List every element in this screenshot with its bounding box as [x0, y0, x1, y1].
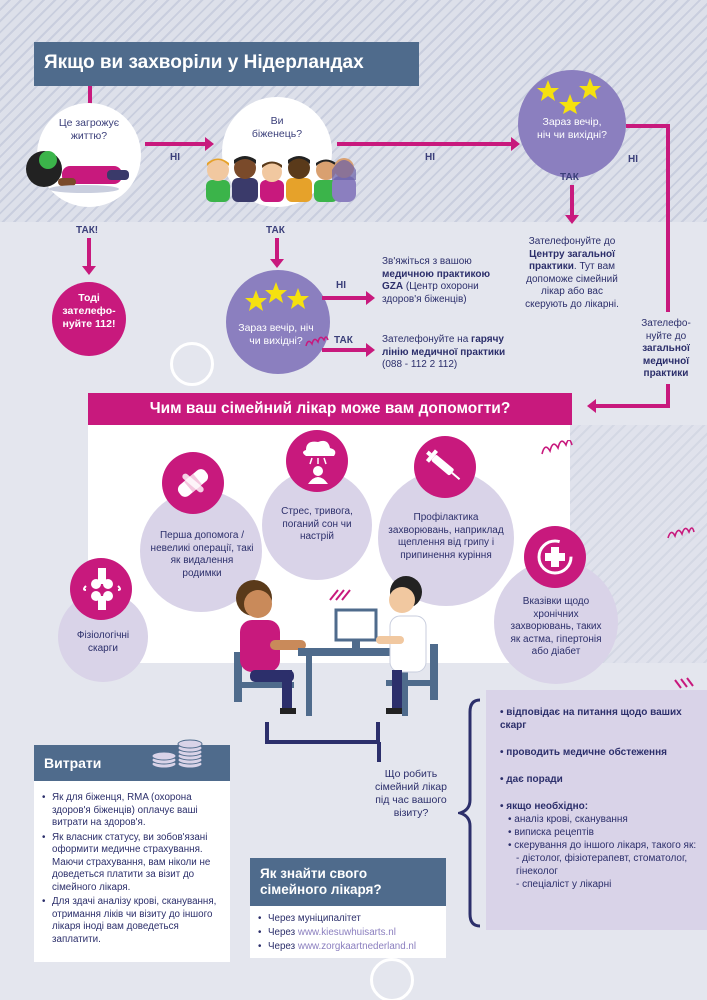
visit-question-text: Що робить сімейний лікар під час вашого …: [375, 768, 447, 819]
call-112-circle: [52, 282, 126, 356]
arrow-evening-no-down: [666, 124, 670, 312]
help-title-banner: Чим ваш сімейний лікар може вам допомогт…: [88, 393, 572, 425]
label-no-2: НІ: [425, 152, 435, 163]
help-first-aid-text: Перша допомога / невеликі операції, такі…: [150, 530, 254, 579]
costs-list: Як для біженця, RMA (охорона здоров'я бі…: [42, 792, 224, 946]
page-title: Якщо ви захворіли у Нідерландах: [34, 42, 419, 86]
arrow-head: [511, 137, 520, 151]
arrow-evening-no: [626, 124, 670, 128]
label-yes-evening-top: ТАК: [560, 172, 579, 183]
arrow-general-down: [666, 384, 670, 408]
find-item-municipality: Через муніципалітет: [258, 912, 442, 926]
arrow-evening-yes: [570, 185, 574, 215]
zorgkaart-link[interactable]: www.zorgkaartnederland.nl: [297, 941, 417, 952]
costs-item: Як для біженця, RMA (охорона здоров'я бі…: [42, 792, 224, 830]
coins-icon: [151, 739, 203, 769]
label-no-1: НІ: [170, 152, 180, 163]
question-evening-top-circle: [518, 70, 626, 178]
medical-cross-icon-glyph: [537, 539, 573, 575]
scribble-decoration: [305, 336, 329, 347]
label-no-3: НІ: [628, 154, 638, 165]
label-yes-life: ТАК!: [76, 225, 99, 236]
arrow-head: [270, 259, 284, 268]
bandage-icon-glyph: [177, 469, 209, 497]
decorative-ring: [370, 958, 414, 1000]
find-title: Як знайти свого сімейного лікаря?: [250, 858, 446, 906]
costs-item: Як власник статусу, ви зобов'язані оформ…: [42, 832, 224, 895]
hotline-text: Зателефонуйте на гарячу лінію медичної п…: [382, 334, 506, 370]
refugee-group-illustration: [206, 156, 356, 202]
curly-brace: [458, 698, 481, 928]
arrow-refugee-to-evening: [337, 142, 511, 146]
arrow-life-to-refugee: [145, 142, 205, 146]
question-life-text: Це загрожує життю?: [58, 117, 120, 142]
visit-list: • відповідає на питання щодо ваших скарг…: [500, 707, 697, 890]
central-practice-text: Зателефонуйте до Центру загальної практи…: [525, 236, 619, 310]
doctor-visit-illustration: [234, 576, 438, 716]
label-yes-refugee: ТАК: [266, 225, 285, 236]
arrow-general-left: [596, 404, 670, 408]
question-evening-top-text: Зараз вечір, ніч чи вихідні?: [537, 116, 607, 141]
label-no-4: НІ: [336, 280, 346, 291]
arrow-head: [82, 266, 96, 275]
visit-bracket-stem: [377, 742, 381, 762]
general-practice-text: Зателефо-нуйте до загальної медичної пра…: [641, 318, 691, 379]
visit-list-panel: [486, 690, 707, 930]
joint-icon-glyph: [83, 568, 121, 610]
help-prevention-text: Профілактика захворювань, наприклад щепл…: [388, 512, 504, 561]
scribble-decoration: [541, 440, 573, 455]
decorative-ring: [170, 342, 214, 386]
question-evening-mid-text: Зараз вечір, ніч чи вихідні?: [238, 322, 314, 347]
arrow-refugee-yes: [275, 238, 279, 260]
arrow-head: [366, 291, 375, 305]
kiesuwhuisarts-link[interactable]: www.kiesuwhuisarts.nl: [297, 927, 396, 938]
call-112-text: Тоді зателефо-нуйте 112!: [62, 292, 116, 330]
scribble-decoration: [667, 527, 695, 539]
arrow-mid-no: [322, 296, 366, 300]
help-physio-text: Фізіологічні скарги: [76, 630, 130, 654]
arrow-head: [205, 137, 214, 151]
sick-person-illustration: [26, 151, 129, 193]
arrow-head: [366, 343, 375, 357]
syringe-icon-glyph: [425, 449, 461, 480]
arrow-mid-yes: [322, 348, 366, 352]
stress-icon-glyph: [303, 440, 336, 484]
stars-icon: [537, 78, 601, 114]
arrow-head: [565, 215, 579, 224]
title-connector: [88, 86, 92, 104]
help-stress-text: Стрес, тривога, поганий сон чи настрій: [281, 506, 353, 542]
help-chronic-text: Вказівки щодо хронічних захворювань, так…: [510, 596, 602, 657]
label-yes-mid: ТАК: [334, 335, 353, 346]
gza-text: Зв'яжіться з вашою медичною практикою GZ…: [382, 256, 491, 305]
find-list: Через муніципалітет Через www.kiesuwhuis…: [258, 912, 442, 954]
costs-item: Для здачі аналізу крові, сканування, отр…: [42, 896, 224, 946]
stars-icon: [245, 282, 309, 311]
arrow-head: [587, 399, 596, 413]
visit-bracket: [265, 722, 380, 744]
scribble-decoration: [329, 589, 351, 601]
scribble-decoration: [674, 677, 694, 689]
find-item-kiesuwhuisarts: Через www.kiesuwhuisarts.nl: [258, 926, 442, 940]
find-item-zorgkaart: Через www.zorgkaartnederland.nl: [258, 940, 442, 954]
arrow-life-yes: [87, 238, 91, 266]
question-refugee-text: Ви біженець?: [251, 115, 303, 140]
